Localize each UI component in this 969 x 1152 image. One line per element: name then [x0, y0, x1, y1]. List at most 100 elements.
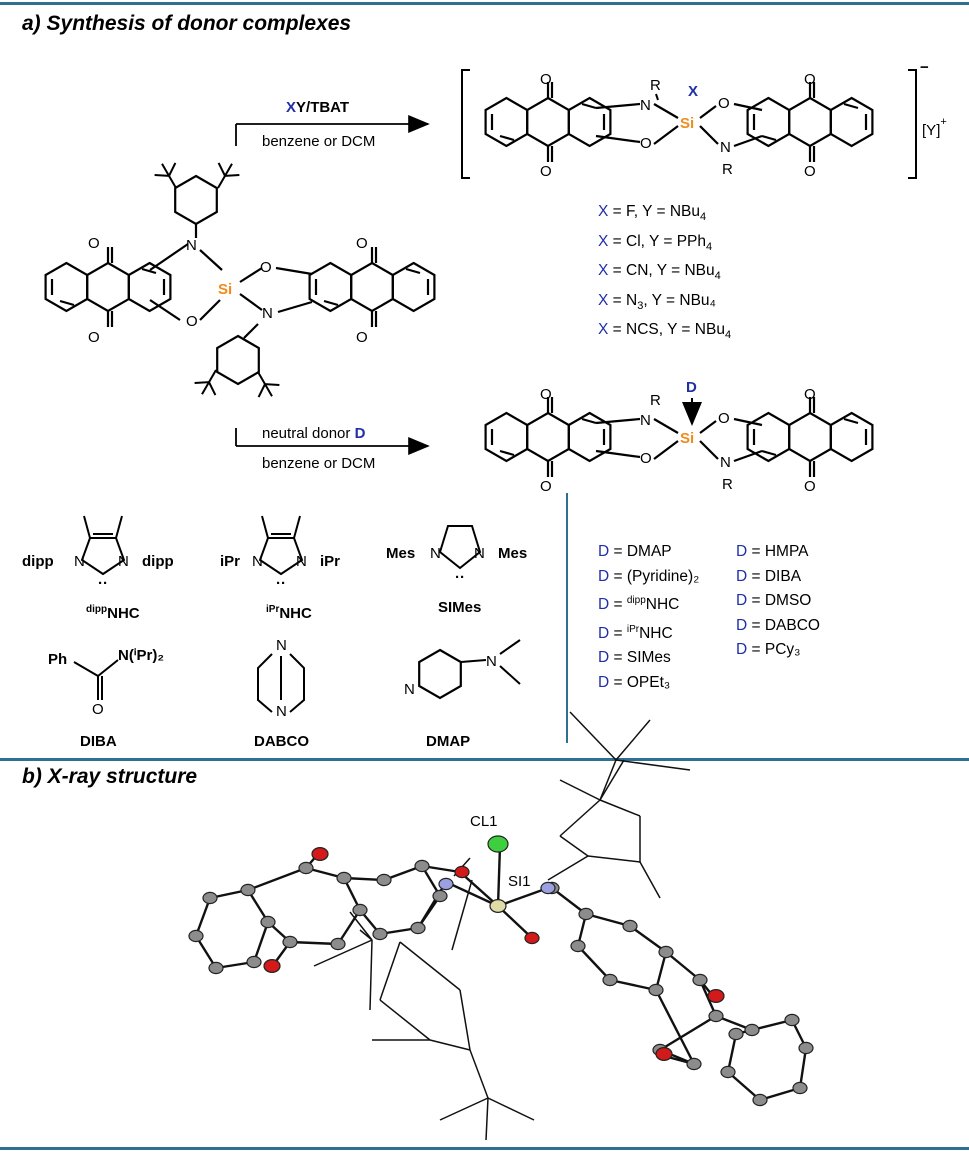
- xray-carbon: [784, 1013, 800, 1027]
- xray-oxygen: [311, 846, 329, 861]
- middle-rule: [0, 758, 969, 761]
- cl1-label: CL1: [470, 813, 498, 830]
- svg-text:R: R: [722, 161, 733, 178]
- xray-carbon: [578, 907, 594, 921]
- svg-text:Ph: Ph: [48, 651, 67, 668]
- d-list-item: D = dippNHC: [598, 595, 680, 614]
- svg-text:N: N: [404, 681, 415, 698]
- svg-text:O: O: [540, 386, 552, 403]
- svg-text:R: R: [650, 77, 661, 94]
- counter-ion: [Y]+: [922, 116, 947, 139]
- xray-carbon: [648, 983, 664, 997]
- xray-carbon: [202, 891, 218, 905]
- svg-text:N: N: [262, 305, 273, 322]
- svg-text:dipp: dipp: [142, 553, 174, 570]
- svg-text:O: O: [186, 313, 198, 330]
- svg-text:O: O: [540, 71, 552, 88]
- xray-carbon: [246, 955, 262, 969]
- d-list-item: D = DMSO: [736, 592, 812, 609]
- svg-text:N: N: [118, 553, 129, 570]
- svg-text:R: R: [650, 392, 661, 409]
- svg-text:O: O: [540, 163, 552, 180]
- svg-text:R: R: [722, 476, 733, 493]
- svg-text:O: O: [804, 163, 816, 180]
- xray-carbon: [432, 889, 448, 903]
- svg-text:O: O: [88, 329, 100, 346]
- x-list-item: X = Cl, Y = PPh4: [598, 232, 713, 253]
- xray-oxygen: [655, 1046, 673, 1061]
- svg-text:N: N: [474, 545, 485, 562]
- section-a-title: a) Synthesis of donor complexes: [22, 12, 352, 35]
- xray-carbon: [372, 927, 388, 941]
- xray-oxygen: [263, 958, 281, 973]
- x-list-item: X = CN, Y = NBu4: [598, 262, 721, 283]
- xray-carbon: [208, 961, 224, 975]
- svg-text:N: N: [640, 97, 651, 114]
- xray-carbon: [570, 939, 586, 953]
- xray-carbon: [260, 915, 276, 929]
- xray-silicon: [489, 898, 507, 913]
- list-divider: [566, 493, 568, 743]
- svg-text:O: O: [804, 71, 816, 88]
- xray-oxygen: [707, 988, 725, 1003]
- donor-simes: N N ·· Mes Mes SIMes: [386, 525, 527, 616]
- starting-material: N O Si O N O O O O: [46, 156, 435, 404]
- si-atom-sm: Si: [218, 281, 232, 298]
- donor-diba: Ph N(ⁱPr)₂ O DIBA: [48, 647, 164, 750]
- svg-text:O: O: [540, 478, 552, 495]
- donor-dipp-nhc: N N ·· dipp dipp dippNHC: [22, 515, 174, 622]
- top-rule: [0, 2, 969, 5]
- svg-text:··: ··: [276, 575, 286, 592]
- xray-carbon: [376, 873, 392, 887]
- xray-carbon: [240, 883, 256, 897]
- reaction1-arrow: XY/TBAT benzene or DCM: [235, 99, 430, 150]
- svg-text:iPr: iPr: [220, 553, 240, 570]
- si-atom-donor: Si: [680, 430, 694, 447]
- dipp-nhc-label: dippNHC: [86, 604, 140, 622]
- svg-text:N: N: [720, 454, 731, 471]
- svg-text:N: N: [276, 637, 287, 654]
- xray-carbon: [720, 1065, 736, 1079]
- svg-text:O: O: [640, 450, 652, 467]
- xray-carbon: [708, 1009, 724, 1023]
- reaction2-solvent: benzene or DCM: [262, 455, 375, 472]
- x-ligand: X: [688, 83, 698, 100]
- svg-text:··: ··: [455, 569, 465, 586]
- d-list-item: D = DABCO: [736, 616, 820, 634]
- svg-text:Mes: Mes: [386, 545, 415, 562]
- ipr-nhc-label: iPrNHC: [266, 604, 312, 622]
- svg-text:O: O: [804, 478, 816, 495]
- svg-text:O: O: [260, 259, 272, 276]
- d-list-item: D = PCy₃: [736, 641, 801, 658]
- xray-oxygen: [524, 931, 540, 945]
- xray-structure: [188, 711, 814, 1141]
- xray-carbon: [414, 859, 430, 873]
- xray-carbon: [336, 871, 352, 885]
- xray-carbon: [282, 935, 298, 949]
- reaction1-solvent: benzene or DCM: [262, 133, 375, 150]
- svg-text:N: N: [296, 553, 307, 570]
- xray-nitrogen: [540, 881, 556, 895]
- svg-text:N(ⁱPr)₂: N(ⁱPr)₂: [118, 647, 164, 664]
- diba-label: DIBA: [80, 733, 117, 750]
- xray-carbon: [798, 1041, 814, 1055]
- xray-carbon: [686, 1057, 702, 1071]
- xray-carbon: [744, 1023, 760, 1037]
- svg-text:··: ··: [98, 575, 108, 592]
- svg-text:N: N: [74, 553, 85, 570]
- d-ligand: D: [686, 379, 697, 396]
- x-list-item: X = F, Y = NBu4: [598, 203, 707, 224]
- reagent-x-label: XY/TBAT: [286, 99, 349, 116]
- svg-text:N: N: [640, 412, 651, 429]
- donor-dmap: N N DMAP: [404, 639, 521, 750]
- xray-carbon: [752, 1093, 768, 1107]
- xray-carbon: [410, 921, 426, 935]
- svg-text:O: O: [718, 410, 730, 427]
- xray-carbon: [792, 1081, 808, 1095]
- svg-text:iPr: iPr: [320, 553, 340, 570]
- svg-text:dipp: dipp: [22, 553, 54, 570]
- x-substituent-list: X = F, Y = NBu4 X = Cl, Y = PPh4 X = CN, Y…: [598, 200, 731, 348]
- d-list-item: D = DMAP: [598, 543, 672, 560]
- xray-carbon: [298, 861, 314, 875]
